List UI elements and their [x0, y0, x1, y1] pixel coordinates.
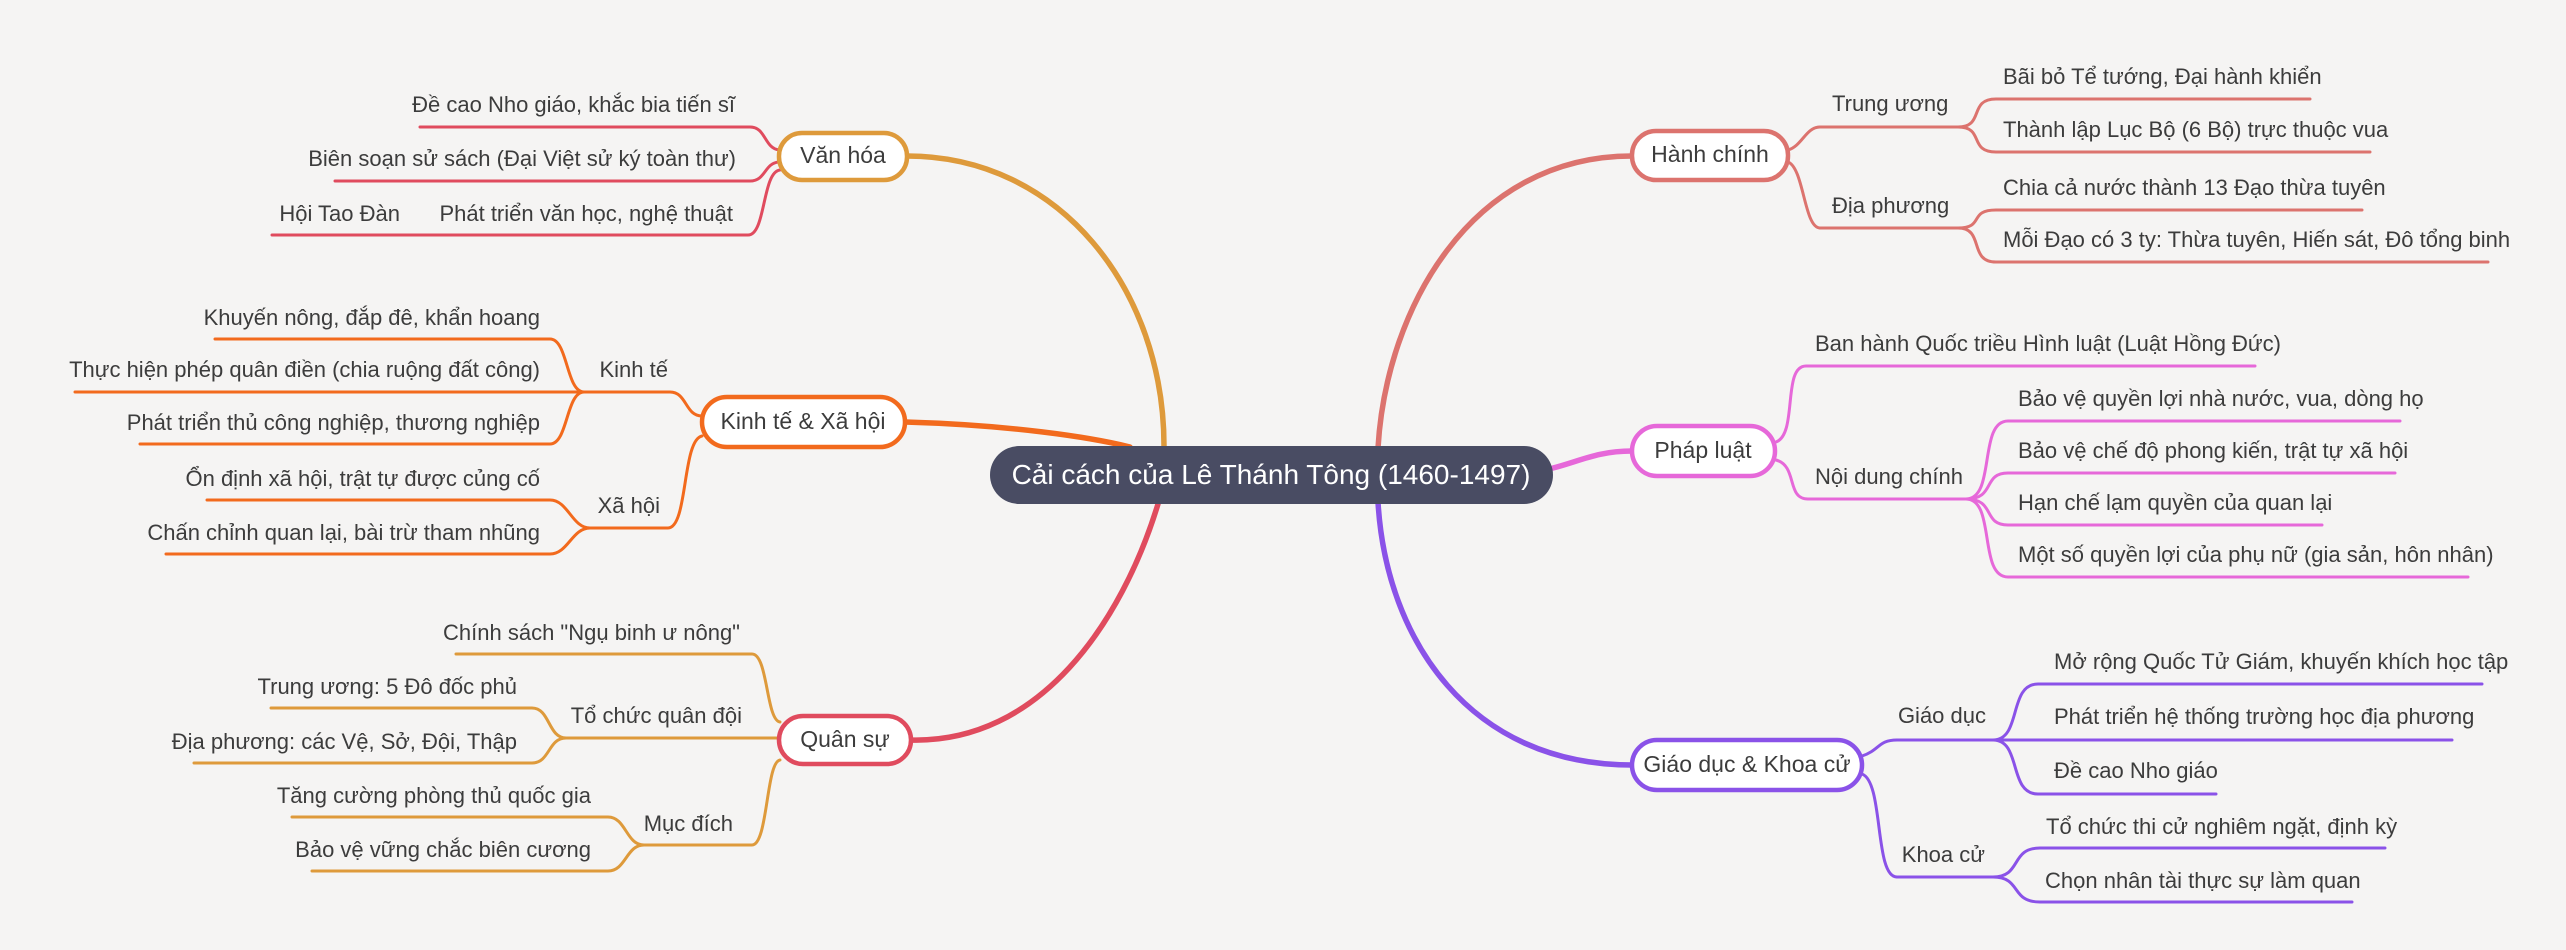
link-trung-uong-do-doc	[269, 706, 568, 740]
leaf-on-dinh-xa-hoi[interactable]: Ổn định xã hội, trật tự được củng cố	[185, 465, 540, 491]
leaf-quyen-loi-phu-nu[interactable]: Một số quyền lợi của phụ nữ (gia sản, hô…	[2018, 541, 2494, 567]
label-dia-phuong[interactable]: Địa phương	[1832, 192, 1950, 218]
link-tang-cuong-phong-thu	[290, 815, 646, 847]
link-bao-ve-che-do	[1964, 471, 2397, 501]
trunk-van-hoa	[904, 153, 1167, 449]
node-phap-luat[interactable]	[1629, 423, 1778, 479]
node-root[interactable]	[990, 446, 1553, 504]
leaf-tang-cuong-phong-thu[interactable]: Tăng cường phòng thủ quốc gia	[276, 782, 591, 808]
link-giao-duc-conn	[1860, 738, 1899, 758]
link-bao-ve-quyen-loi	[1964, 419, 2402, 501]
leaf-dia-phuong-ve-so[interactable]: Địa phương: các Vệ, Sở, Đội, Thập	[171, 728, 517, 754]
label-xa-hoi[interactable]: Xã hội	[597, 492, 660, 518]
link-phat-trien-thu-cong-nghiep	[138, 390, 586, 446]
link-trung-uong-conn	[1786, 125, 1822, 152]
label-phat-trien-van-hoc[interactable]: Phát triển văn học, nghệ thuật	[439, 200, 733, 226]
node-hanh-chinh[interactable]	[1629, 128, 1791, 183]
link-ban-hanh-hinh-luat	[1774, 364, 2257, 444]
node-giao-duc-khoa-cu[interactable]	[1629, 737, 1865, 793]
link-khuyen-nong	[213, 337, 586, 394]
label-van-hoa[interactable]: Văn hóa	[800, 142, 886, 169]
link-phat-trien-van-hoc	[448, 168, 782, 237]
link-thanh-lap-luc-bo	[1956, 125, 2372, 154]
link-dia-phuong-ve-so	[192, 736, 568, 765]
label-trung-uong[interactable]: Trung ương	[1832, 90, 1949, 116]
label-kinh-te-xa-hoi[interactable]: Kinh tế & Xã hội	[720, 408, 886, 435]
link-chia-ca-nuoc	[1956, 208, 2364, 230]
leaf-chinh-sach-ngu-binh[interactable]: Chính sách "Ngụ binh ư nông"	[443, 619, 740, 645]
link-bien-soan-su-sach	[333, 160, 781, 183]
node-kinh-te-xa-hoi[interactable]	[699, 394, 908, 450]
trunk-hanh-chinh	[1375, 153, 1635, 451]
leaf-khuyen-nong[interactable]: Khuyến nông, đắp đê, khẩn hoang	[203, 304, 540, 330]
leaf-han-che-lam-quyen[interactable]: Hạn chế lạm quyền của quan lại	[2018, 489, 2333, 515]
link-chinh-sach-ngu-binh	[454, 652, 782, 724]
trunk-giao-duc-khoa-cu	[1375, 499, 1635, 768]
trunk-kinh-te-xa-hoi	[902, 419, 1133, 450]
leaf-mo-rong-quoc-tu-giam[interactable]: Mở rộng Quốc Tử Giám, khuyến khích học t…	[2054, 648, 2509, 674]
leaf-bai-bo-te-tuong[interactable]: Bãi bỏ Tể tướng, Đại hành khiển	[2003, 63, 2322, 89]
link-quyen-loi-phu-nu	[1964, 497, 2470, 579]
leaf-chon-nhan-tai[interactable]: Chọn nhân tài thực sự làm quan	[2045, 867, 2361, 893]
label-khoa-cu[interactable]: Khoa cử	[1901, 841, 1985, 867]
leaf-moi-dao-3-ty[interactable]: Mỗi Đạo có 3 ty: Thừa tuyên, Hiến sát, Đ…	[2003, 226, 2511, 252]
link-de-cao-nho-giao	[418, 125, 781, 152]
leaf-hoi-tao-dan[interactable]: Hội Tao Đàn	[279, 200, 400, 226]
leaf-de-cao-nho-giao[interactable]: Đề cao Nho giáo, khắc bia tiến sĩ	[412, 91, 735, 117]
link-moi-dao-3-ty	[1956, 226, 2490, 264]
label-hanh-chinh[interactable]: Hành chính	[1651, 141, 1769, 168]
link-kinh-te	[582, 390, 704, 418]
link-dia-phuong-conn	[1786, 160, 1822, 230]
node-van-hoa[interactable]	[776, 130, 910, 183]
label-giao-duc-khoa-cu[interactable]: Giáo dục & Khoa cử	[1643, 751, 1851, 778]
leaf-ban-hanh-hinh-luat[interactable]: Ban hành Quốc triều Hình luật (Luật Hồng…	[1815, 330, 2281, 356]
leaf-to-chuc-thi-cu[interactable]: Tổ chức thi cử nghiêm ngặt, định kỳ	[2046, 813, 2398, 839]
link-xa-hoi	[588, 434, 704, 530]
link-khoa-cu-conn	[1860, 772, 1899, 879]
label-kinh-te[interactable]: Kinh tế	[599, 356, 669, 382]
label-to-chuc-quan-doi[interactable]: Tổ chức quân đội	[570, 702, 742, 728]
link-on-dinh-xa-hoi	[205, 498, 592, 530]
leaf-bao-ve-quyen-loi[interactable]: Bảo vệ quyền lợi nhà nước, vua, dòng họ	[2018, 385, 2424, 411]
leaf-phat-trien-truong-hoc[interactable]: Phát triển hệ thống trường học địa phươn…	[2054, 703, 2475, 729]
link-bai-bo-te-tuong	[1956, 97, 2312, 129]
link-bao-ve-bien-cuong	[310, 843, 646, 873]
link-han-che-lam-quyen	[1964, 497, 2324, 527]
leaf-chan-chinh-quan-lai[interactable]: Chấn chỉnh quan lại, bài trừ tham nhũng	[147, 519, 540, 545]
link-muc-dich	[642, 758, 782, 847]
label-noi-dung-chinh[interactable]: Nội dung chính	[1815, 463, 1963, 489]
trunk-phap-luat	[1550, 448, 1635, 471]
link-chan-chinh-quan-lai	[164, 526, 592, 556]
leaf-chia-ca-nuoc[interactable]: Chia cả nước thành 13 Đạo thừa tuyên	[2003, 174, 2386, 200]
link-chon-nhan-tai	[1991, 875, 2354, 904]
leaf-trung-uong-do-doc[interactable]: Trung ương: 5 Đô đốc phủ	[257, 673, 518, 699]
label-giao-duc[interactable]: Giáo dục	[1897, 702, 1986, 728]
label-muc-dich[interactable]: Mục đích	[643, 810, 733, 836]
link-mo-rong-quoc-tu-giam	[1991, 682, 2484, 742]
label-quan-su[interactable]: Quân sự	[800, 726, 890, 753]
link-noi-dung-chinh	[1774, 458, 1968, 501]
node-quan-su[interactable]	[776, 713, 914, 767]
link-de-cao-nho-giao-gd	[1991, 738, 2218, 796]
trunk-quan-su	[907, 501, 1161, 743]
leaf-bao-ve-che-do[interactable]: Bảo vệ chế độ phong kiến, trật tự xã hội	[2018, 437, 2409, 463]
leaf-thuc-hien-phep-quan-dien[interactable]: Thực hiện phép quân điền (chia ruộng đất…	[69, 356, 540, 382]
leaf-bien-soan-su-sach[interactable]: Biên soạn sử sách (Đại Việt sử ký toàn t…	[308, 145, 736, 171]
leaf-bao-ve-bien-cuong[interactable]: Bảo vệ vững chắc biên cương	[295, 836, 591, 862]
link-to-chuc-thi-cu	[1991, 846, 2387, 879]
leaf-thanh-lap-luc-bo[interactable]: Thành lập Lục Bộ (6 Bộ) trực thuộc vua	[2003, 116, 2389, 142]
leaf-de-cao-nho-giao-gd[interactable]: Đề cao Nho giáo	[2054, 757, 2218, 783]
label-phap-luat[interactable]: Pháp luật	[1654, 437, 1752, 464]
leaf-phat-trien-thu-cong-nghiep[interactable]: Phát triển thủ công nghiệp, thương nghiệ…	[126, 409, 540, 435]
root-label[interactable]: Cải cách của Lê Thánh Tông (1460-1497)	[1011, 459, 1531, 491]
